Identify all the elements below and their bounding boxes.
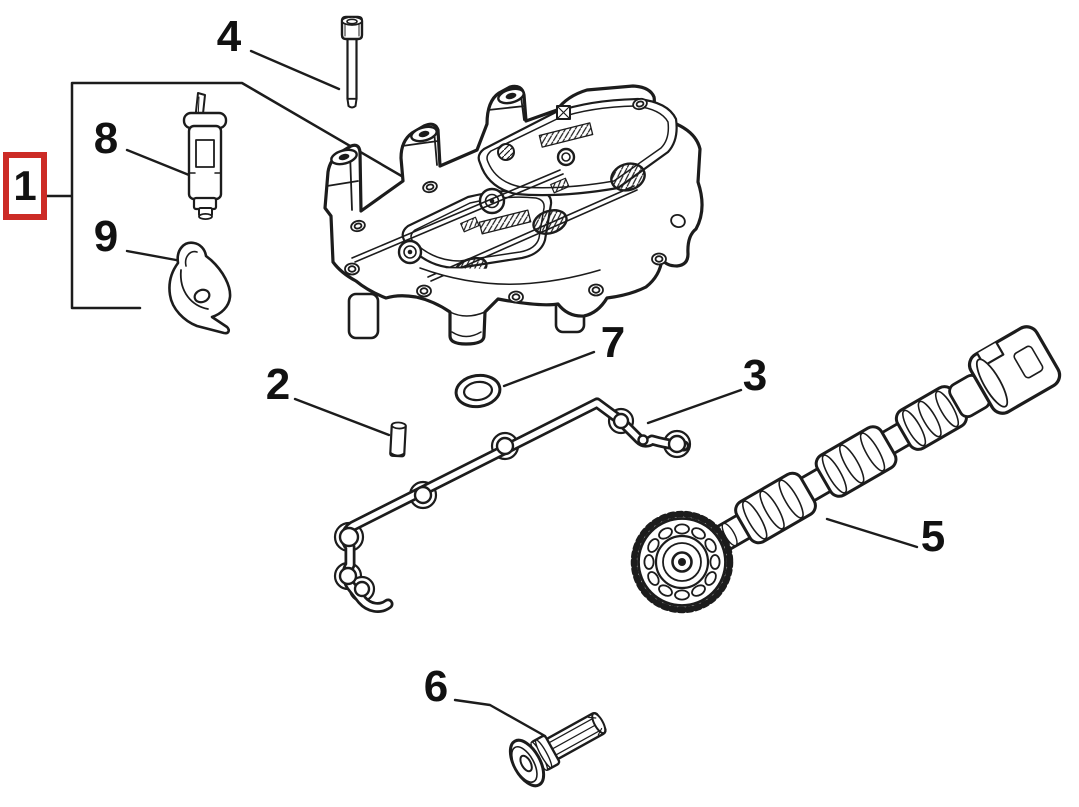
leader-2 bbox=[293, 397, 391, 437]
callout-5-label[interactable]: 5 bbox=[920, 512, 946, 561]
camshaft-part-5[interactable] bbox=[630, 322, 1064, 614]
camshaft-carrier-assembly-part-1[interactable] bbox=[323, 84, 704, 346]
support-bracket-part-9[interactable] bbox=[168, 241, 232, 335]
solenoid-valve-part-8[interactable] bbox=[182, 92, 228, 220]
o-ring-seal-part-7[interactable] bbox=[454, 373, 502, 410]
callout-6-label[interactable]: 6 bbox=[423, 662, 449, 711]
dowel-pin-part-2[interactable] bbox=[389, 421, 407, 458]
leader-8 bbox=[125, 148, 191, 177]
stud-bolt-part-6[interactable] bbox=[504, 699, 615, 791]
leader-lines bbox=[125, 49, 919, 738]
leader-9 bbox=[125, 249, 178, 262]
leader-5 bbox=[825, 517, 919, 549]
callout-1-highlight-box[interactable]: 1 bbox=[3, 152, 47, 220]
gasket-part-3[interactable] bbox=[333, 397, 692, 613]
callout-8-label[interactable]: 8 bbox=[93, 114, 119, 163]
callout-1-label: 1 bbox=[13, 162, 37, 209]
callout-2-label[interactable]: 2 bbox=[265, 360, 291, 409]
callout-4-label[interactable]: 4 bbox=[216, 12, 242, 61]
leader-6 bbox=[453, 698, 547, 738]
camshaft-sprocket bbox=[630, 510, 734, 614]
leader-4 bbox=[249, 49, 341, 91]
callout-7-label[interactable]: 7 bbox=[600, 318, 626, 367]
camshaft-carrier-bolt-part-4[interactable] bbox=[340, 15, 364, 109]
callout-3-label[interactable]: 3 bbox=[742, 351, 768, 400]
callout-9-label[interactable]: 9 bbox=[93, 212, 119, 261]
leader-7 bbox=[502, 350, 596, 388]
leader-3 bbox=[646, 388, 743, 425]
group-bracket-part-1 bbox=[45, 81, 407, 310]
